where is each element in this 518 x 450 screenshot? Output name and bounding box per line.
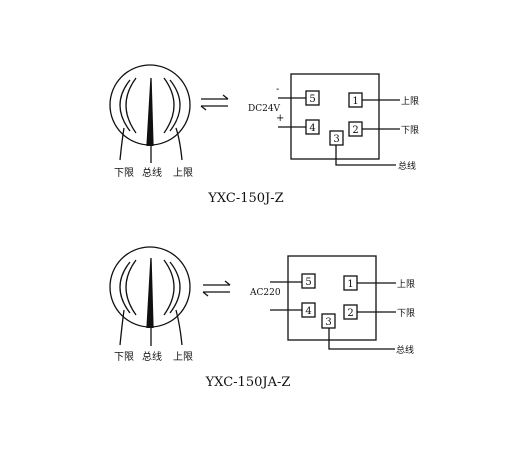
- terminal-4-label: 4: [305, 306, 311, 317]
- bidirectional-arrow-icon: [202, 280, 231, 297]
- model-title-1: YXC-150J-Z: [207, 191, 283, 206]
- terminal-box-2: [287, 255, 377, 341]
- terminal-5-label: 5: [309, 94, 315, 105]
- gauge-lower-label-2: 下限: [114, 351, 134, 363]
- terminal-2-label: 2: [347, 308, 353, 319]
- gauge-upper-label-1: 上限: [173, 167, 193, 179]
- bidirectional-arrow-icon: [200, 94, 229, 111]
- terminal-3-label: 3: [325, 317, 331, 328]
- common-label-2: 总线: [396, 344, 414, 356]
- terminal-box-1: [290, 73, 380, 160]
- gauge-common-label-2: 总线: [142, 350, 162, 363]
- gauge-lower-label-1: 下限: [114, 167, 134, 179]
- terminal-5-box: [301, 273, 316, 289]
- common-label-1: 总线: [398, 160, 416, 172]
- lower-limit-label-1: 下限: [401, 125, 419, 136]
- gauge-upper-label-2: 上限: [173, 351, 193, 363]
- plus-sign: +: [276, 113, 284, 124]
- gauge-dial-1: [109, 64, 191, 163]
- terminal-1-label: 1: [347, 279, 353, 290]
- diagram-1: 下限 总线 上限: [109, 64, 400, 179]
- upper-limit-label-2: 上限: [397, 279, 415, 290]
- diagram-2: 下限 总线 上限: [109, 246, 396, 363]
- terminal-3-label: 3: [333, 134, 339, 145]
- minus-sign: -: [276, 84, 279, 95]
- upper-limit-label-1: 上限: [401, 96, 419, 107]
- terminal-2-label: 2: [352, 125, 358, 136]
- lower-limit-label-2: 下限: [397, 308, 415, 319]
- gauge-common-label-1: 总线: [142, 166, 162, 179]
- terminal-1-label: 1: [352, 96, 358, 107]
- power-label-2: AC220: [249, 288, 281, 298]
- power-label-1: DC24V: [248, 104, 281, 114]
- terminal-5-label: 5: [305, 277, 311, 288]
- model-title-2: YXC-150JA-Z: [205, 375, 291, 390]
- terminal-4-label: 4: [309, 123, 315, 134]
- gauge-dial-2: [109, 246, 191, 346]
